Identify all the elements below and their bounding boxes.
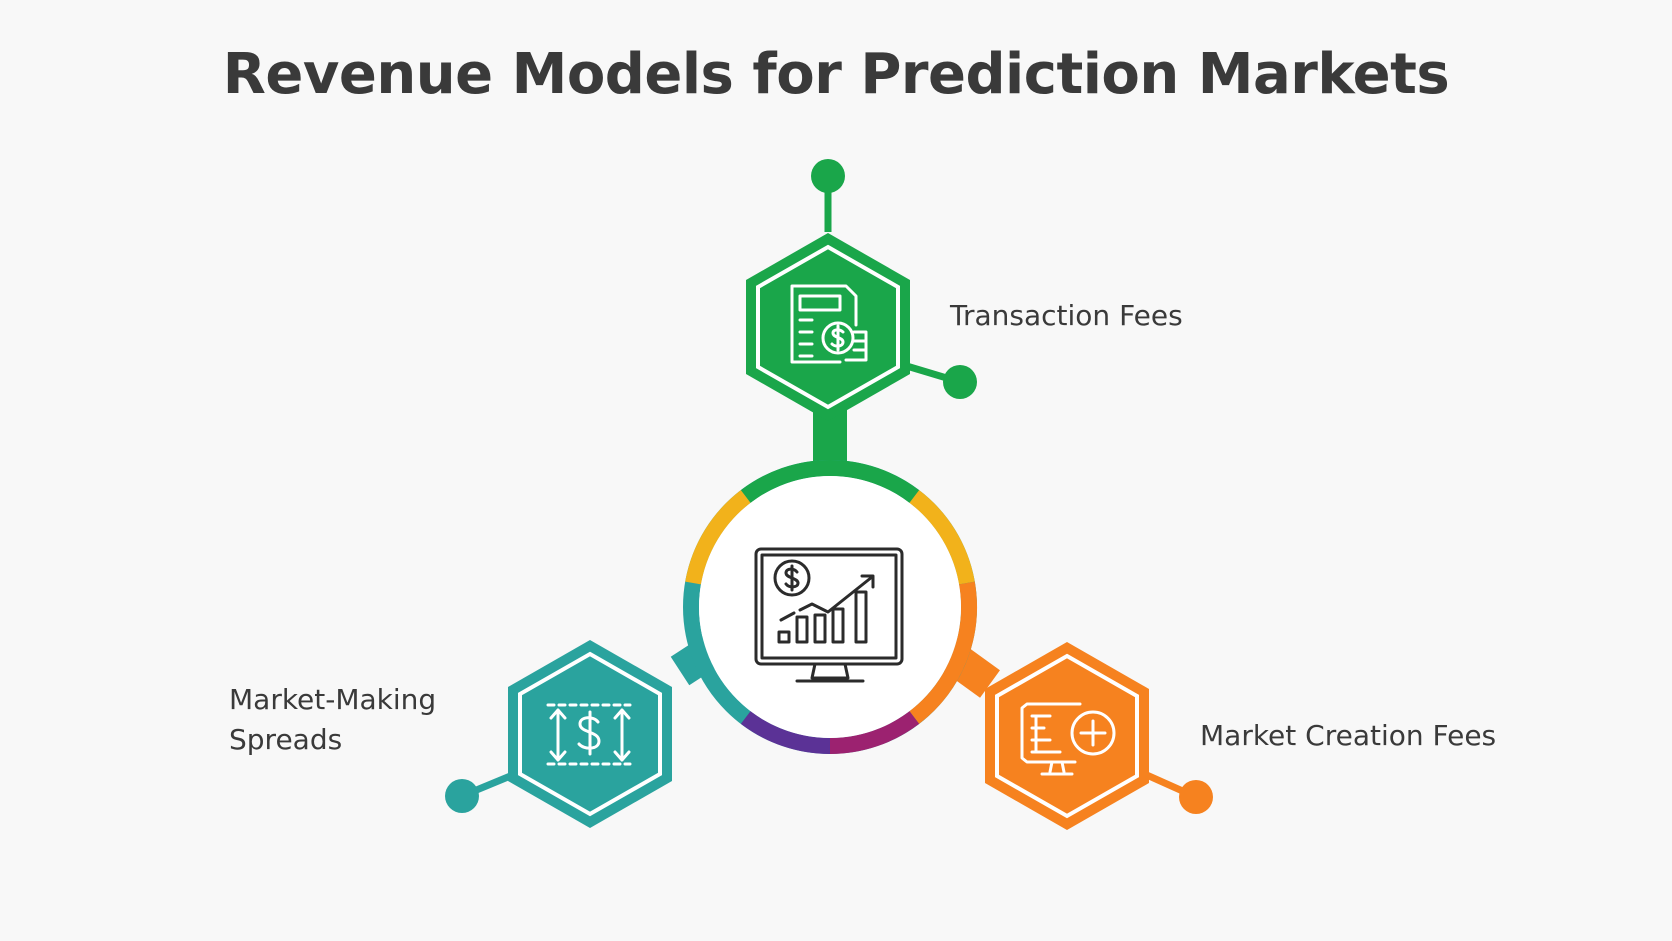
invoice-dollar-coins-icon <box>790 284 868 364</box>
label-market-making-spreads: Market-Making Spreads <box>229 680 436 760</box>
pin-right-dot <box>1179 780 1213 814</box>
monitor-add-icon <box>1020 702 1116 776</box>
pin-top-dot <box>811 159 845 193</box>
hex-market-creation-fees <box>985 642 1149 830</box>
hex-market-making-spreads <box>508 640 672 828</box>
label-market-creation-fees: Market Creation Fees <box>1200 719 1497 752</box>
center-ring <box>683 460 977 754</box>
hex-transaction-fees <box>746 233 910 421</box>
label-market-making-line2: Spreads <box>229 723 343 756</box>
monitor-growth-chart-icon <box>754 547 904 683</box>
label-market-making-line1: Market-Making <box>229 683 437 716</box>
label-transaction-fees: Transaction Fees <box>950 299 1183 332</box>
dollar-spread-arrows-icon <box>546 703 632 766</box>
page-title: Revenue Models for Prediction Markets <box>222 42 1450 107</box>
pin-top-right-dot <box>943 365 977 399</box>
pin-left-dot <box>445 779 479 813</box>
pins <box>445 159 1213 814</box>
